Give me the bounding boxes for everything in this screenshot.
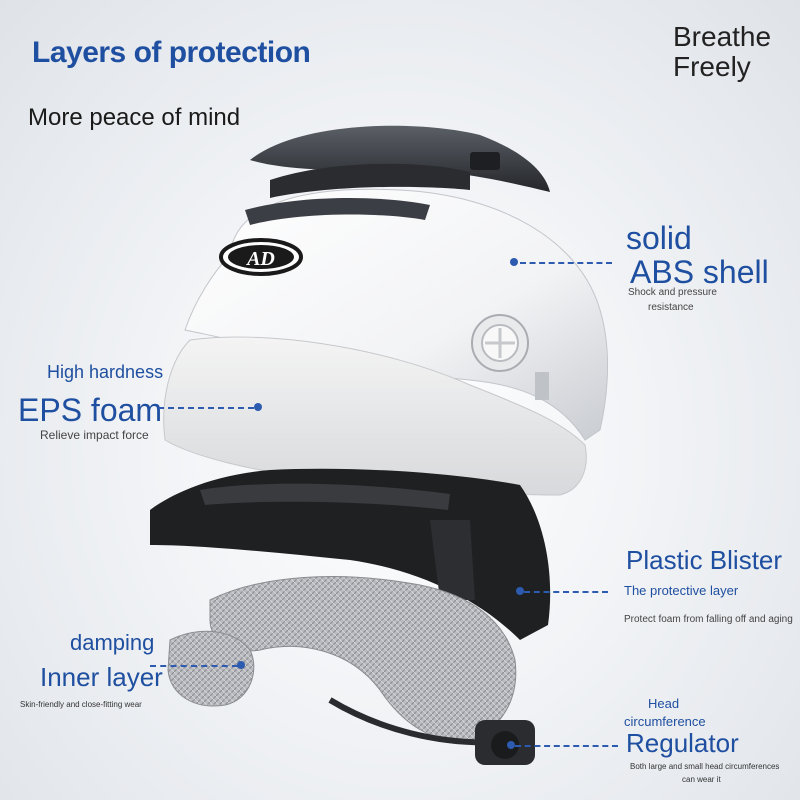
blister-label-line-2: The protective layer [624, 583, 739, 598]
damping-label-line-2: Inner layer [40, 662, 163, 692]
tagline: Breathe Freely [673, 22, 771, 82]
abs-shell: AD [184, 188, 609, 441]
damping-desc: Skin-friendly and close-fitting wear [20, 700, 142, 709]
shell-pointer-dot [510, 258, 518, 266]
eps-leader-line [158, 407, 254, 409]
shell-label-line-2: ABS shell [630, 254, 769, 290]
regulator-label-line-1: Head [648, 696, 680, 711]
eps-foam [163, 336, 587, 496]
eps-label-line-1: High hardness [47, 362, 164, 382]
shell-desc-line-2: resistance [648, 302, 694, 313]
damping-inner-layer [167, 576, 517, 742]
visor [250, 125, 550, 198]
eps-pointer-dot [254, 403, 262, 411]
page-subtitle: More peace of mind [28, 104, 241, 131]
blister-desc: Protect foam from falling off and aging [624, 614, 793, 625]
tagline-line-1: Breathe [673, 21, 772, 52]
blister-pointer-dot [516, 587, 524, 595]
page-title: Layers of protection [32, 36, 311, 69]
head-circumference-regulator [328, 697, 535, 765]
regulator-desc-line-1: Both large and small head circumferences [630, 762, 780, 771]
shell-label-line-1: solid [626, 220, 692, 256]
regulator-label-line-2: circumference [624, 714, 706, 729]
plastic-blister [150, 468, 551, 640]
regulator-desc-line-2: can wear it [682, 775, 721, 784]
logo-text: AD [245, 248, 275, 270]
damping-label-line-1: damping [70, 630, 155, 655]
blister-label-line-1: Plastic Blister [626, 545, 783, 575]
regulator-pointer-dot [507, 741, 515, 749]
damping-leader-line [150, 665, 238, 667]
eps-label-line-2: EPS foam [18, 392, 163, 428]
damping-pointer-dot [237, 661, 245, 669]
shell-desc-line-1: Shock and pressure [628, 287, 717, 298]
shell-leader-line [520, 262, 612, 264]
tagline-line-2: Freely [673, 51, 751, 82]
regulator-leader-line [515, 745, 618, 747]
blister-leader-line [524, 591, 608, 593]
eps-desc: Relieve impact force [40, 428, 149, 442]
regulator-label-line-3: Regulator [626, 728, 739, 758]
